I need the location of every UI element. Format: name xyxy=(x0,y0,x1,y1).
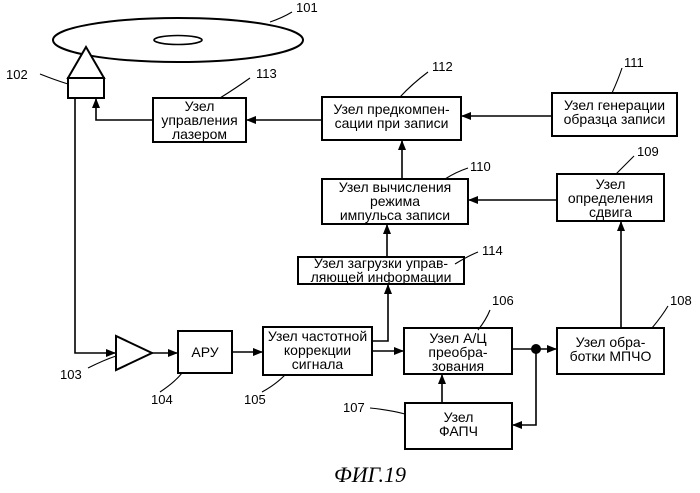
label-precompensation: Узел предкомпен-сации при записи xyxy=(333,101,450,131)
block-label-line: ботки МПЧО xyxy=(570,348,652,364)
ref-102: 102 xyxy=(6,67,28,82)
ref-103: 103 xyxy=(60,367,82,382)
ref-113: 113 xyxy=(256,66,277,81)
optical-head xyxy=(68,47,104,98)
ref-105: 105 xyxy=(244,392,266,407)
ref-108: 108 xyxy=(670,293,692,308)
block-label-line: импульса записи xyxy=(340,207,450,223)
ref-107: 107 xyxy=(343,400,365,415)
block-label-line: сдвига xyxy=(589,204,632,220)
ref-112: 112 xyxy=(432,59,453,74)
block-label-line: сигнала xyxy=(292,356,344,372)
ref-104: 104 xyxy=(151,392,173,407)
block-label-line: АРУ xyxy=(191,344,218,360)
label-pattern-generation: Узел генерацииобразца записи xyxy=(564,97,666,127)
block-label-line: сации при записи xyxy=(335,115,449,131)
block-label-line: ФАПЧ xyxy=(439,423,478,439)
label-adc: Узел А/Цпреобра-зования xyxy=(428,330,488,374)
ref-110: 110 xyxy=(470,159,491,174)
label-control-info-load: Узел загрузки управ-ляющей информации xyxy=(311,255,452,285)
label-agc: АРУ xyxy=(191,344,218,360)
block-label-line: зования xyxy=(432,358,484,374)
ref-111: 111 xyxy=(624,55,644,70)
block-label-line: ляющей информации xyxy=(311,269,452,285)
ref-109: 109 xyxy=(637,144,659,159)
block-label-line: образца записи xyxy=(564,111,666,127)
label-pll: УзелФАПЧ xyxy=(439,409,478,439)
amplifier-triangle xyxy=(116,336,152,370)
ref-106: 106 xyxy=(492,293,514,308)
figure-caption: ФИГ.19 xyxy=(334,462,406,487)
ref-114: 114 xyxy=(482,243,503,258)
label-prml: Узел обра-ботки МПЧО xyxy=(570,334,652,364)
ref-101: 101 xyxy=(296,0,318,15)
block-label-line: лазером xyxy=(172,126,227,142)
